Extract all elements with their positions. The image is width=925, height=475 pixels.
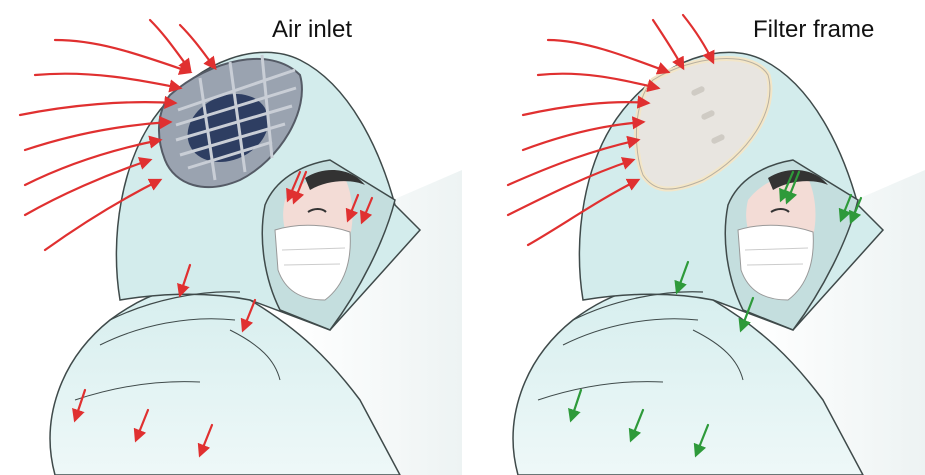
- hood-diagram-air-inlet: [0, 0, 462, 475]
- panel-air-inlet: Air inlet: [0, 0, 462, 475]
- label-filter-frame: Filter frame: [753, 16, 874, 44]
- panel-filter-frame: Filter frame: [463, 0, 925, 475]
- hood-diagram-filter-frame: [463, 0, 925, 475]
- label-air-inlet: Air inlet: [272, 16, 352, 44]
